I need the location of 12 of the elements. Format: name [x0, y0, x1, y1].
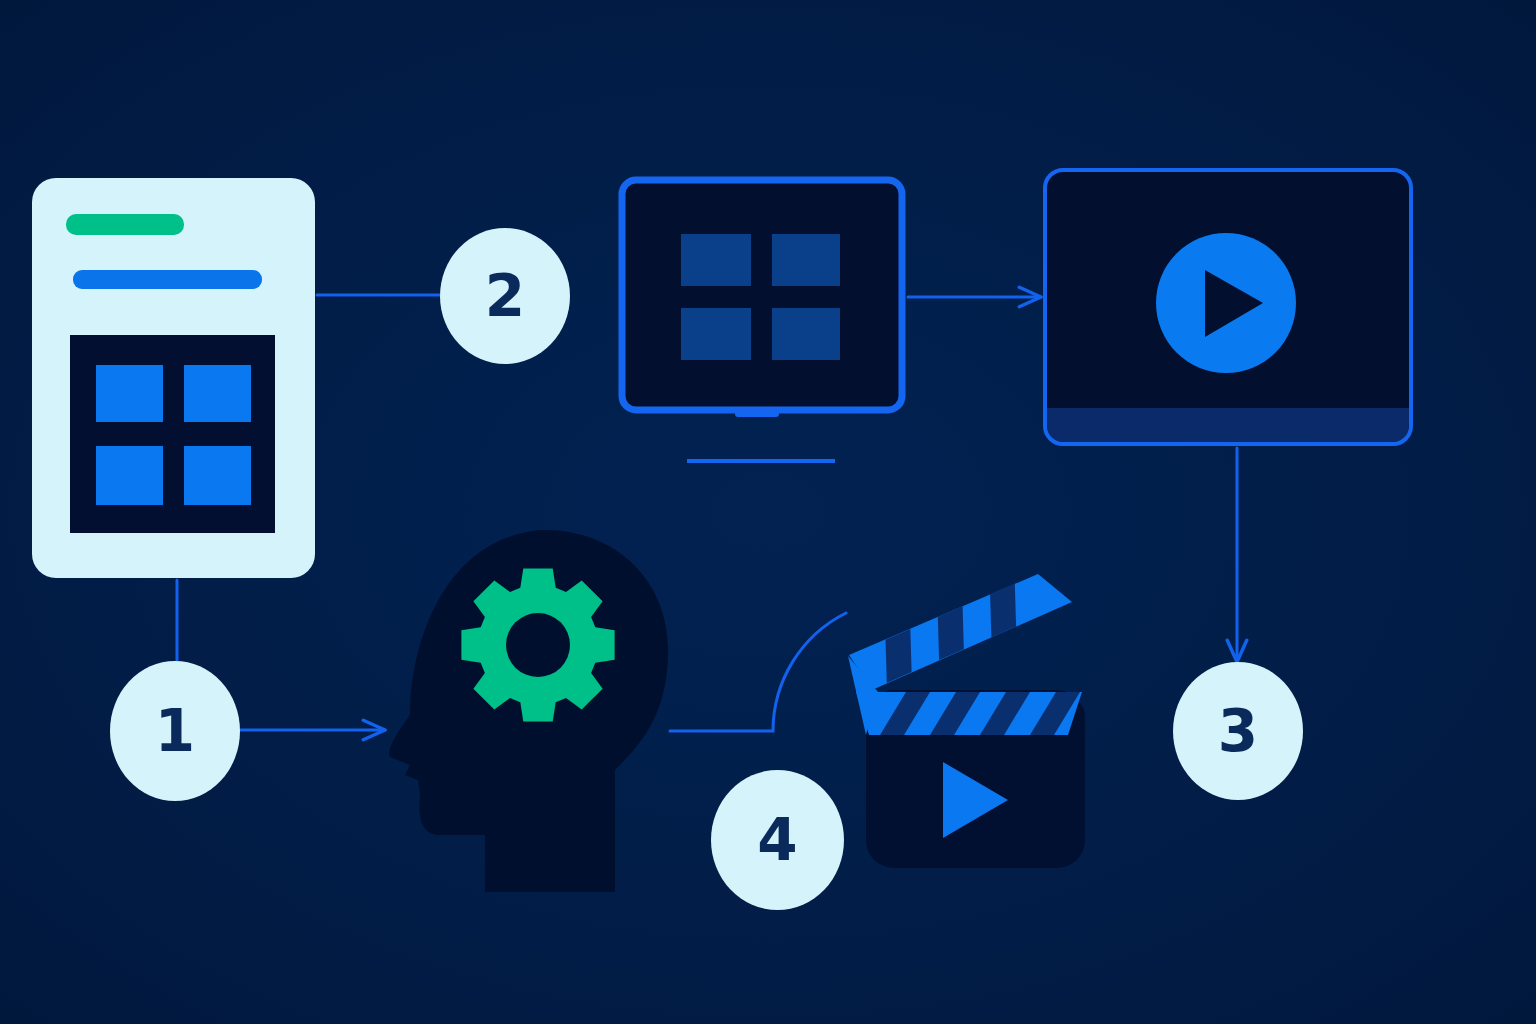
- number-circle: 3: [1173, 662, 1303, 800]
- curved-connector-line: [668, 611, 848, 733]
- connector-line: [315, 293, 442, 297]
- number-circle: 4: [711, 770, 844, 910]
- connector-line: [175, 578, 179, 663]
- arrow: [1225, 446, 1249, 664]
- number-circle: 2: [440, 228, 570, 364]
- arrow: [238, 718, 387, 742]
- arrow: [906, 285, 1043, 309]
- document-illustration: [30, 176, 317, 580]
- video-player-illustration: [1041, 166, 1415, 448]
- number-circle: 1: [110, 661, 240, 801]
